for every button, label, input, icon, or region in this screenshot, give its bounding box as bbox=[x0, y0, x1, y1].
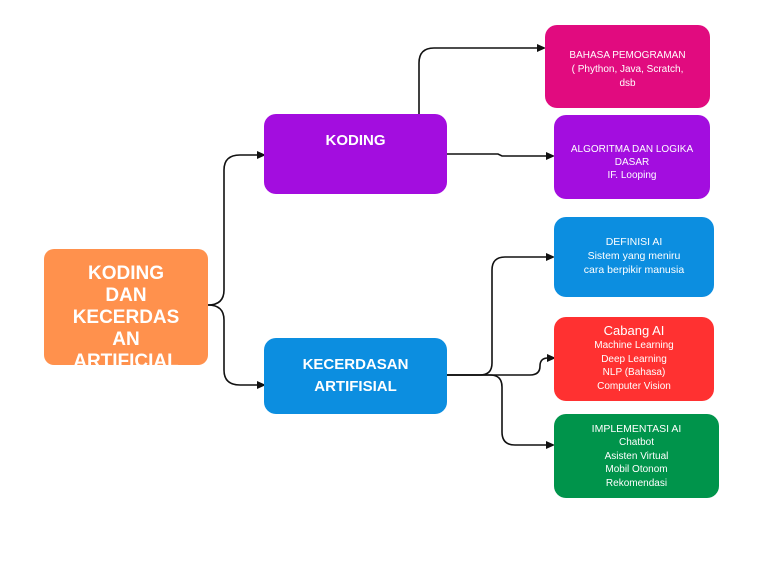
node-kecerdasan-artifisial[interactable]: KECERDASAN ARTIFISIAL bbox=[264, 338, 447, 414]
node-cabang-line: Deep Learning bbox=[601, 353, 667, 365]
node-algoritma[interactable]: ALGORITMA DAN LOGIKA DASAR IF. Looping bbox=[554, 115, 710, 199]
node-cabang-ai[interactable]: Cabang AI Machine Learning Deep Learning… bbox=[554, 317, 714, 401]
edge-koding-algo bbox=[447, 153, 547, 157]
node-cabang-line: Computer Vision bbox=[597, 380, 671, 392]
node-impl-title: IMPLEMENTASI AI bbox=[591, 423, 682, 435]
node-impl-line: Asisten Virtual bbox=[604, 450, 669, 462]
node-bahasa-title: BAHASA PEMOGRAMAN bbox=[569, 50, 686, 61]
node-defai-title: DEFINISI AI bbox=[605, 236, 663, 248]
arrowhead-defai bbox=[546, 253, 555, 261]
node-algo-title: ALGORITMA DAN LOGIKA DASAR bbox=[570, 144, 694, 168]
edge-koding-bahasa bbox=[418, 47, 538, 114]
node-ai-title: KECERDASAN ARTIFISIAL bbox=[302, 356, 409, 395]
node-defai-line: cara berpikir manusia bbox=[583, 264, 685, 276]
edge-root-koding bbox=[207, 154, 258, 306]
edge-ai-impl bbox=[447, 374, 547, 446]
node-defai-line: Sistem yang meniru bbox=[587, 250, 681, 262]
arrowhead-algo bbox=[546, 152, 555, 160]
node-cabang-title: Cabang AI bbox=[603, 323, 665, 338]
node-cabang-line: Machine Learning bbox=[594, 340, 674, 351]
node-koding[interactable]: KODING bbox=[264, 114, 447, 194]
edge-root-ai bbox=[207, 304, 258, 386]
node-cabang-line: NLP (Bahasa) bbox=[602, 367, 666, 378]
node-implementasi-ai[interactable]: IMPLEMENTASI AI Chatbot Asisten Virtual … bbox=[554, 414, 719, 498]
node-impl-line: Chatbot bbox=[618, 437, 655, 448]
node-definisi-ai[interactable]: DEFINISI AI Sistem yang meniru cara berp… bbox=[554, 217, 714, 297]
arrowhead-koding bbox=[257, 151, 266, 159]
node-bahasa-pemograman[interactable]: BAHASA PEMOGRAMAN ( Phython, Java, Scrat… bbox=[545, 25, 710, 108]
node-koding-title: KODING bbox=[325, 132, 386, 149]
node-impl-line: Rekomendasi bbox=[605, 477, 668, 489]
arrowhead-ai bbox=[257, 381, 266, 389]
node-impl-line: Mobil Otonom bbox=[605, 464, 668, 475]
node-root-title: KODING DAN KECERDAS AN ARTIFICIAL bbox=[72, 263, 180, 365]
node-bahasa-line: dsb bbox=[619, 78, 636, 89]
edge-ai-cabang bbox=[447, 357, 549, 376]
arrowhead-cabang bbox=[547, 354, 556, 362]
edge-ai-defai bbox=[447, 256, 547, 376]
node-algo-line: IF. Looping bbox=[607, 170, 657, 181]
arrowhead-impl bbox=[546, 441, 555, 449]
node-root[interactable]: KODING DAN KECERDAS AN ARTIFICIAL bbox=[44, 249, 208, 365]
arrowhead-bahasa bbox=[537, 44, 546, 52]
node-bahasa-line: ( Phython, Java, Scratch, bbox=[571, 64, 684, 75]
